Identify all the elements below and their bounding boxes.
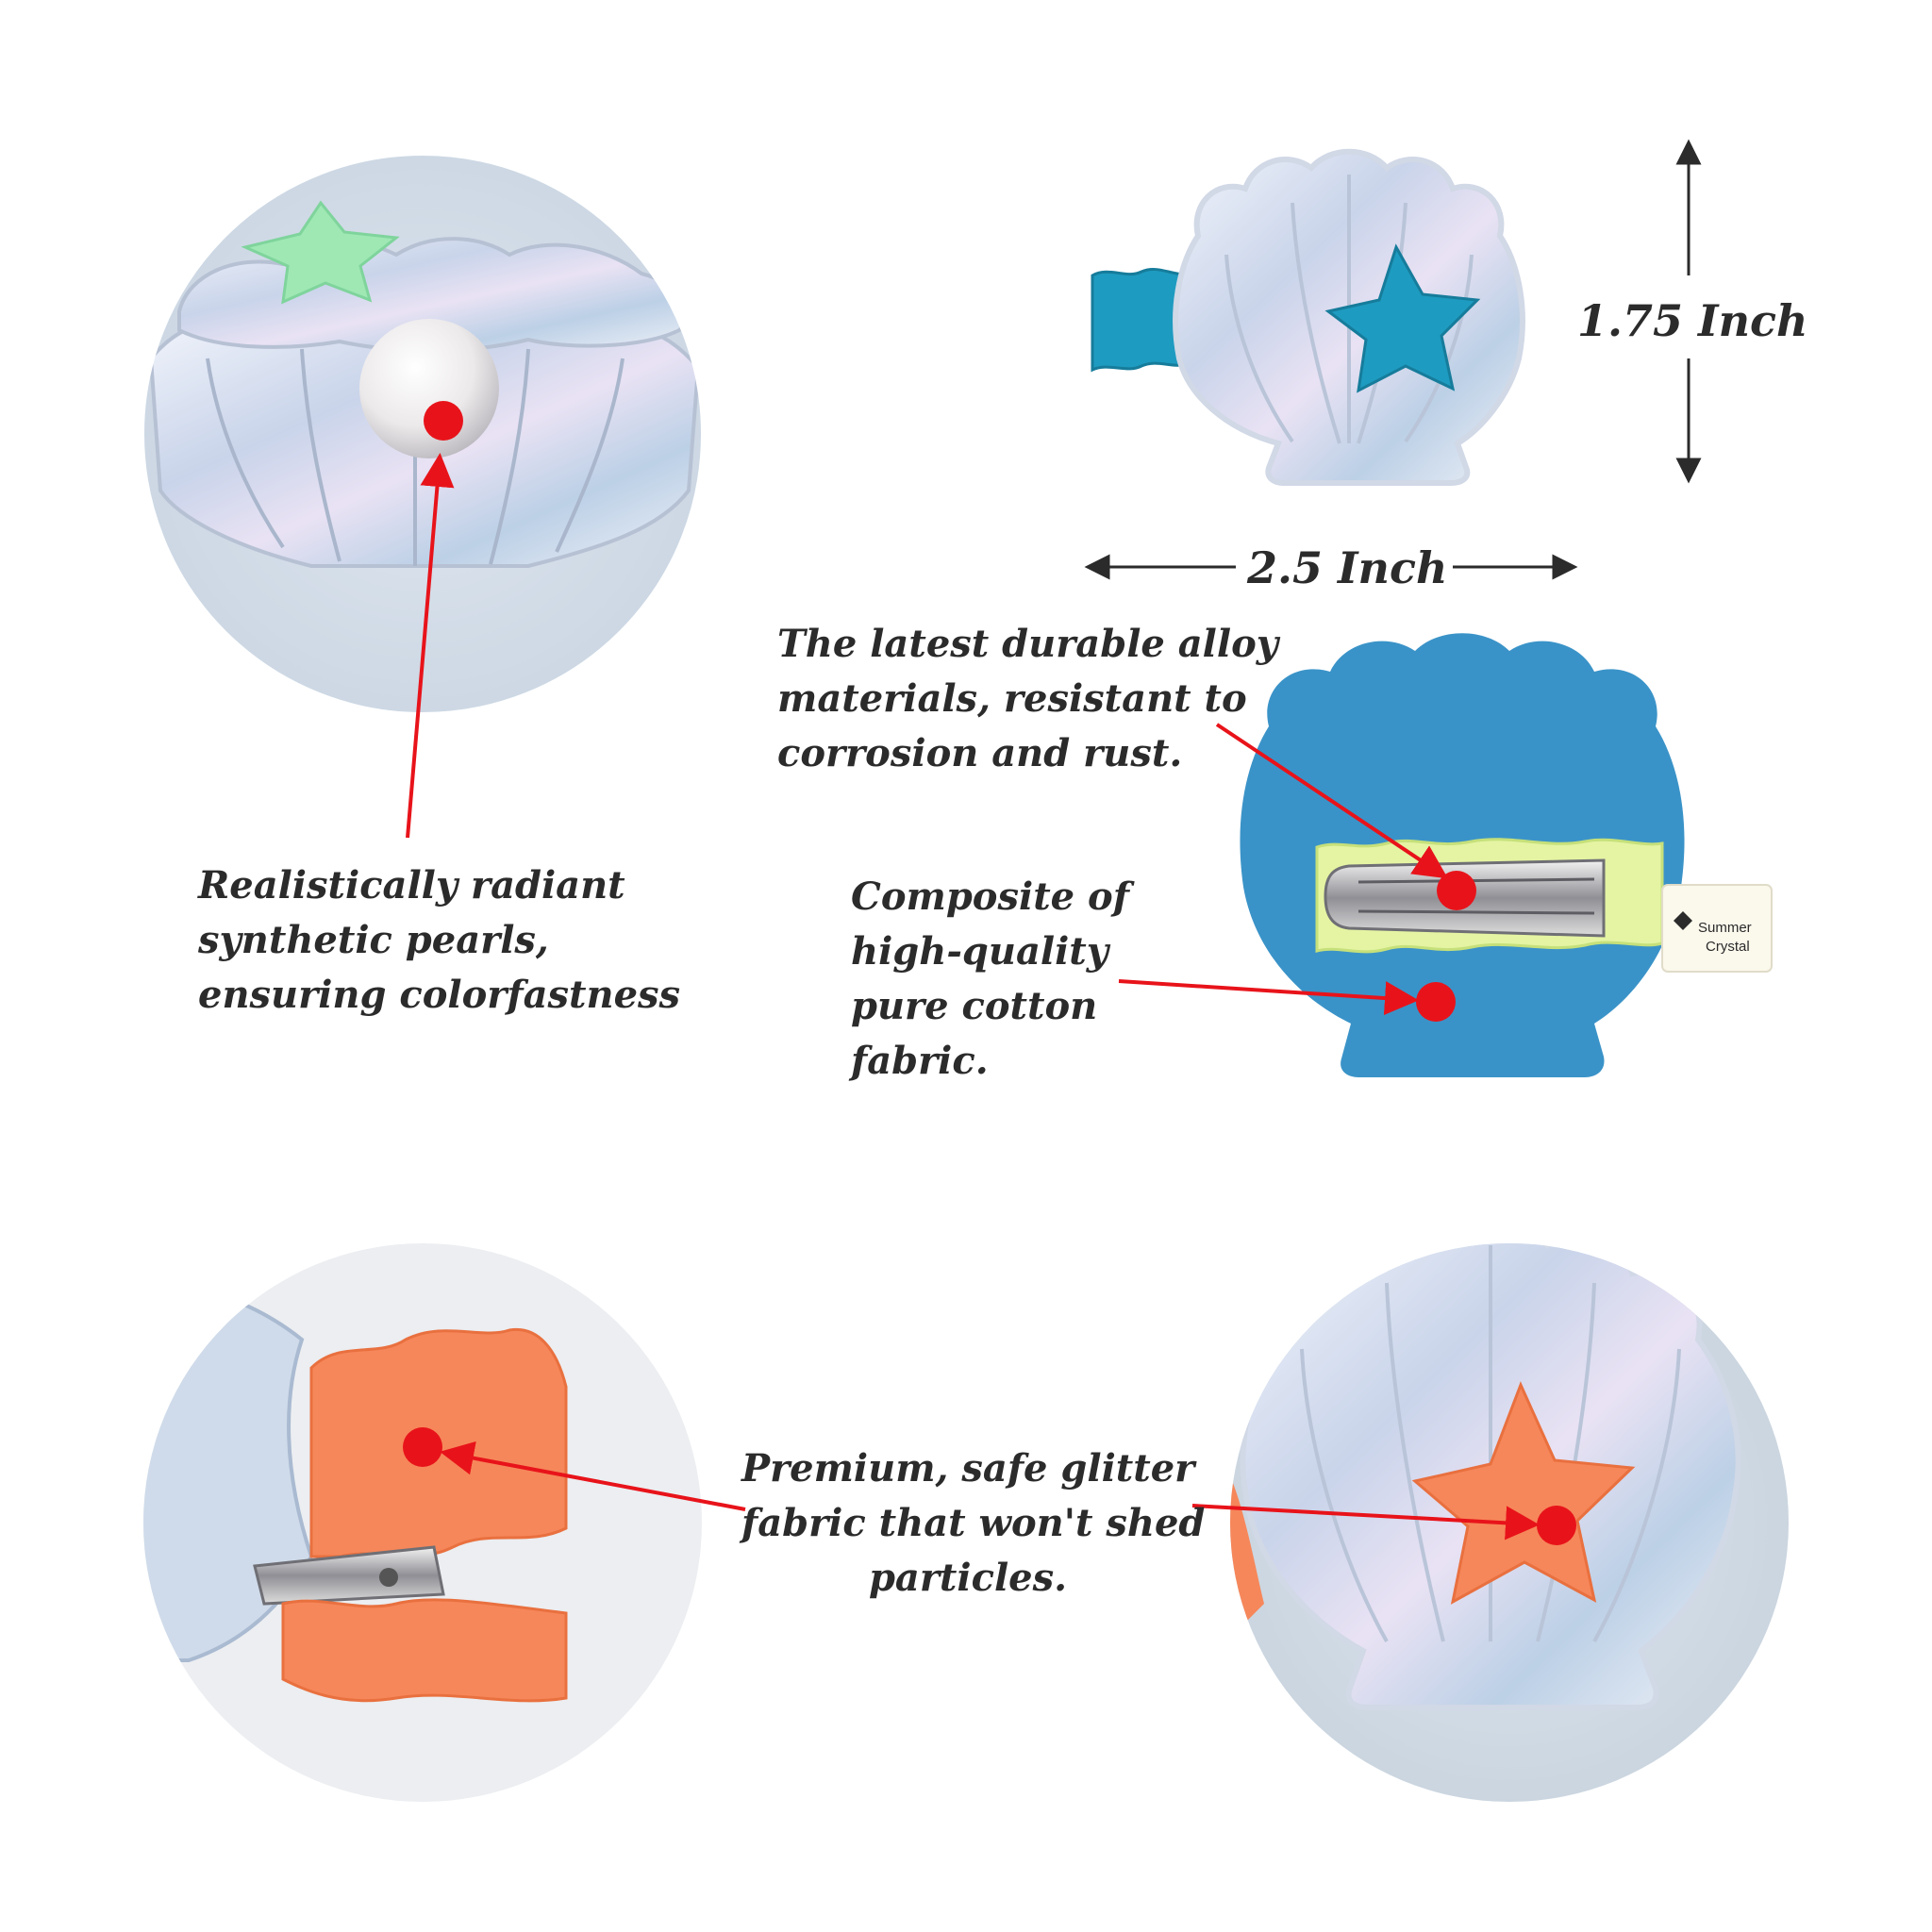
cotton-callout-arrow [1118,979,1419,1016]
alloy-caption-line: The latest durable alloy [777,622,1278,666]
alloy-caption-line: corrosion and rust. [777,731,1183,775]
glitter-callout-arrow-left [440,1441,746,1511]
cotton-caption-line: high-quality [851,929,1109,974]
pearl-caption: Realistically radiant synthetic pearls, … [198,858,680,1023]
pearl-caption-line: synthetic pearls, [198,918,549,962]
alloy-callout-dot [1437,871,1476,910]
label-tag-line2: Crystal [1706,939,1750,955]
cotton-caption-line: pure cotton [851,984,1098,1028]
cotton-caption: Composite of high-quality pure cotton fa… [851,870,1129,1089]
alloy-callout-arrow [1215,723,1448,879]
height-label: 1.75 Inch [1572,294,1814,347]
pearl-callout-dot [424,401,463,441]
width-label: 2.5 Inch [1241,541,1454,594]
cotton-caption-line: fabric. [851,1039,989,1083]
glitter-callout-arrow-right [1191,1504,1540,1541]
glitter-caption-line: Premium, safe glitter [741,1446,1195,1491]
cotton-caption-line: Composite of [851,874,1129,919]
shell-clip-back-image [1240,633,1773,1077]
glitter-closeup-circle [143,1243,702,1802]
pearl-closeup-circle [142,154,703,714]
label-tag-line1: Summer [1698,920,1752,936]
glitter-caption-line: fabric that won't shed [741,1501,1206,1545]
alloy-caption: The latest durable alloy materials, resi… [777,617,1278,781]
star-callout-dot [1537,1506,1576,1545]
glitter-callout-dot [403,1427,442,1467]
cotton-callout-dot [1416,982,1456,1022]
pearl-callout-arrow [406,453,455,839]
pearl-caption-line: ensuring colorfastness [198,973,681,1017]
glitter-caption: Premium, safe glitter fabric that won't … [741,1441,1206,1606]
alloy-caption-line: materials, resistant to [777,676,1247,721]
glitter-caption-line: particles. [868,1556,1068,1600]
pearl-caption-line: Realistically radiant [198,863,625,908]
shell-clip-front-image [1091,148,1525,486]
